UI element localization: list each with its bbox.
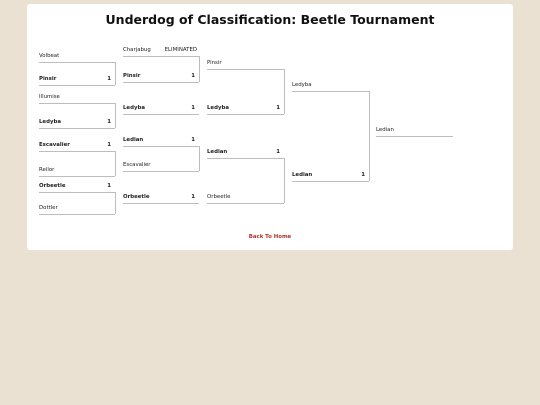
r2-slot-name: Orbeetle xyxy=(123,194,150,200)
r2-slot-escavalier[interactable]: Escavalier xyxy=(123,161,199,172)
r1-connector xyxy=(115,103,116,128)
r4-slot-name: Ledian xyxy=(292,172,313,178)
r1-slot-name: Volbeat xyxy=(39,53,60,59)
r1-slot-dottler[interactable]: Dottler xyxy=(39,204,115,215)
r3-slot-name: Pinsir xyxy=(207,60,222,66)
r1-slot-illumise[interactable]: Illumise xyxy=(39,93,115,104)
bracket-panel: Underdog of Classification: Beetle Tourn… xyxy=(27,4,513,250)
r1-slot-pinsir[interactable]: Pinsir 1 xyxy=(39,75,115,86)
r2-connector xyxy=(199,56,200,82)
r1-slot-score: 1 xyxy=(107,183,111,189)
r4-slot-ledyba[interactable]: Ledyba xyxy=(292,81,369,92)
r2-slot-pinsir[interactable]: Pinsir 1 xyxy=(123,72,199,83)
r1-slot-escavalier[interactable]: Escavalier 1 xyxy=(39,141,115,152)
r2-slot-name: Ledian xyxy=(123,137,144,143)
r1-slot-rellor[interactable]: Rellor xyxy=(39,166,115,177)
r3-slot-name: Ledyba xyxy=(207,105,229,111)
r3-connector xyxy=(284,158,285,203)
r2-slot-name: Charjabug xyxy=(123,47,151,53)
r1-slot-name: Dottler xyxy=(39,205,58,211)
r1-connector xyxy=(115,192,116,214)
r3-slot-pinsir[interactable]: Pinsir xyxy=(207,59,284,70)
eliminated-status: ELIMINATED xyxy=(164,47,197,53)
r1-slot-score: 1 xyxy=(107,76,111,82)
r2-slot-score: 1 xyxy=(191,137,195,143)
r2-slot-ledian[interactable]: Ledian 1 xyxy=(123,136,199,147)
r1-connector xyxy=(115,151,116,176)
r3-slot-name: Ledian xyxy=(207,149,228,155)
r2-slot-ledyba[interactable]: Ledyba 1 xyxy=(123,104,199,115)
r3-slot-score: 1 xyxy=(276,105,280,111)
champion-name: Ledian xyxy=(376,127,394,133)
champion-slot[interactable]: Ledian xyxy=(376,126,453,137)
r2-slot-score: 1 xyxy=(191,105,195,111)
r2-slot-name: Escavalier xyxy=(123,162,151,168)
back-to-home-link[interactable]: Back To Home xyxy=(248,234,292,240)
r3-slot-ledyba[interactable]: Ledyba 1 xyxy=(207,104,284,115)
r3-slot-name: Orbeetle xyxy=(207,194,231,200)
r3-connector xyxy=(284,69,285,114)
r1-slot-name: Rellor xyxy=(39,167,55,173)
r3-slot-orbeetle[interactable]: Orbeetle xyxy=(207,193,284,204)
r2-slot-charjabug[interactable]: Charjabug ELIMINATED xyxy=(123,46,199,57)
r2-slot-score: 1 xyxy=(191,73,195,79)
r3-slot-ledian[interactable]: Ledian 1 xyxy=(207,148,284,159)
r1-slot-score: 1 xyxy=(107,119,111,125)
r4-slot-ledian[interactable]: Ledian 1 xyxy=(292,171,369,182)
r3-slot-score: 1 xyxy=(276,149,280,155)
r1-slot-orbeetle[interactable]: Orbeetle 1 xyxy=(39,182,115,193)
r1-slot-name: Orbeetle xyxy=(39,183,66,189)
r2-connector xyxy=(199,146,200,171)
page-title: Underdog of Classification: Beetle Tourn… xyxy=(105,12,435,27)
r2-slot-name: Pinsir xyxy=(123,73,141,79)
r2-slot-name: Ledyba xyxy=(123,105,145,111)
r1-slot-name: Illumise xyxy=(39,94,60,100)
r1-slot-score: 1 xyxy=(107,142,111,148)
r1-slot-name: Escavalier xyxy=(39,142,70,148)
r1-slot-volbeat[interactable]: Volbeat xyxy=(39,52,115,63)
r4-slot-name: Ledyba xyxy=(292,82,312,88)
r1-slot-name: Pinsir xyxy=(39,76,57,82)
r4-slot-score: 1 xyxy=(361,172,365,178)
r2-slot-score: 1 xyxy=(191,194,195,200)
r1-slot-name: Ledyba xyxy=(39,119,61,125)
r2-slot-orbeetle[interactable]: Orbeetle 1 xyxy=(123,193,199,204)
r4-connector xyxy=(369,91,370,181)
r1-slot-ledyba[interactable]: Ledyba 1 xyxy=(39,118,115,129)
r1-connector xyxy=(115,62,116,85)
